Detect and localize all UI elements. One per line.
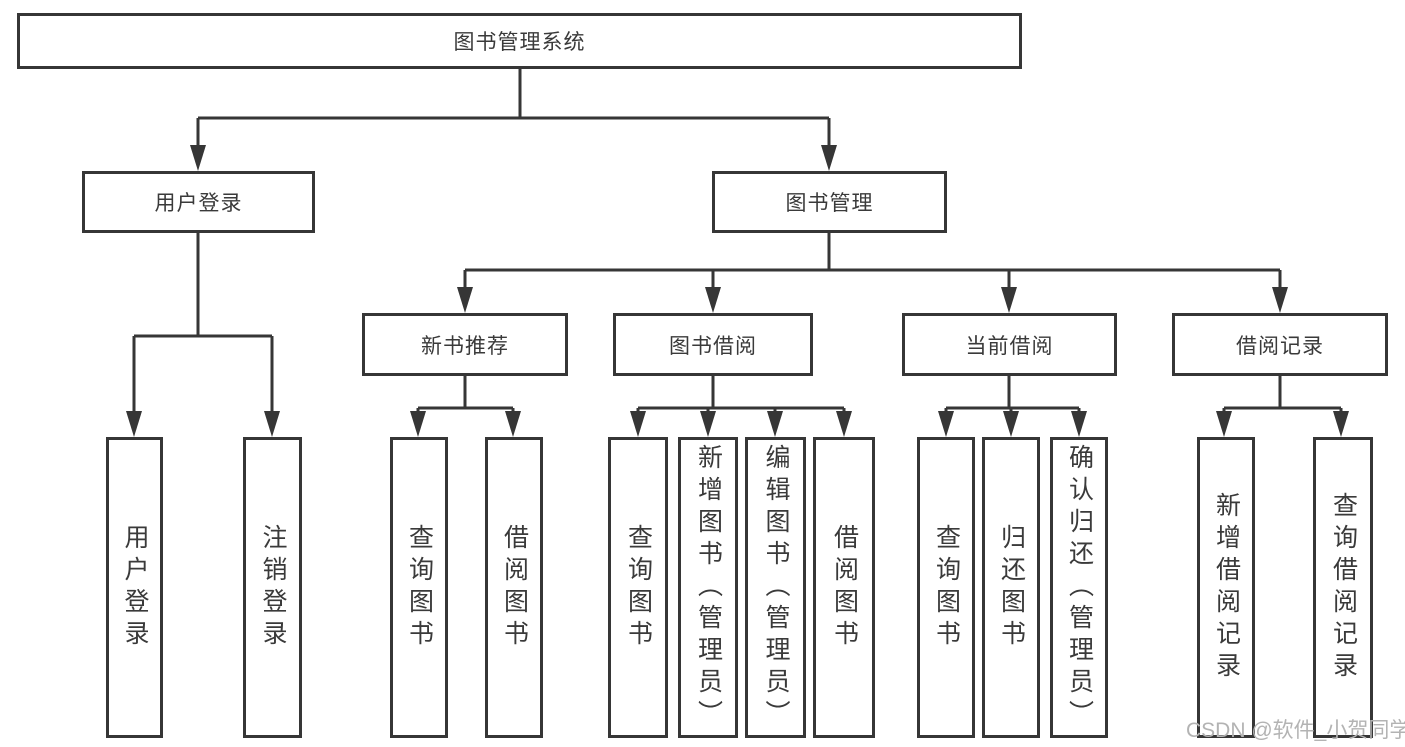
leaf-bb-borrow-books-label: 借阅图书 bbox=[830, 523, 859, 652]
arrowhead-icon bbox=[630, 411, 646, 437]
leaf-bb-query-books: 查询图书 bbox=[608, 437, 668, 738]
leaf-cb-confirm-return-admin: 确认归还（管理员） bbox=[1050, 437, 1108, 738]
leaf-cb-query-books-label: 查询图书 bbox=[932, 523, 961, 652]
connector-bookmgmt-to-level2 bbox=[463, 233, 1282, 290]
leaf-cb-confirm-return-admin-label: 确认归还（管理员） bbox=[1065, 443, 1094, 732]
arrowhead-icon bbox=[410, 411, 426, 437]
leaf-bb-edit-books-admin: 编辑图书（管理员） bbox=[745, 437, 806, 738]
leaf-logout: 注销登录 bbox=[243, 437, 302, 738]
leaf-bb-edit-books-admin-label: 编辑图书（管理员） bbox=[762, 443, 790, 732]
leaf-br-query-record: 查询借阅记录 bbox=[1313, 437, 1373, 738]
arrowhead-icon bbox=[700, 411, 716, 437]
arrowhead-icon bbox=[836, 411, 852, 437]
leaf-nbr-query-books: 查询图书 bbox=[390, 437, 448, 738]
node-root-label: 图书管理系统 bbox=[453, 31, 586, 54]
node-book-mgmt: 图书管理 bbox=[712, 171, 947, 233]
leaf-user-login-label: 用户登录 bbox=[121, 523, 149, 652]
node-borrow-records: 借阅记录 bbox=[1172, 313, 1388, 376]
arrowhead-icon bbox=[938, 411, 954, 437]
arrowhead-icon bbox=[1216, 411, 1232, 437]
node-book-borrow: 图书借阅 bbox=[613, 313, 813, 376]
leaf-bb-add-books-admin-label: 新增图书（管理员） bbox=[694, 443, 723, 732]
connector-currentborrow-to-leaves bbox=[944, 376, 1081, 414]
arrowhead-icon bbox=[767, 411, 783, 437]
arrowhead-icon bbox=[1071, 411, 1087, 437]
connector-paths bbox=[132, 69, 1343, 414]
connector-borrowrecords-to-leaves bbox=[1222, 376, 1343, 414]
node-user-login-group: 用户登录 bbox=[82, 171, 315, 233]
node-book-borrow-label: 图书借阅 bbox=[669, 334, 757, 358]
arrowhead-icon bbox=[1001, 287, 1017, 313]
connector-userlogin-to-leaves bbox=[132, 233, 274, 414]
leaf-br-add-record-label: 新增借阅记录 bbox=[1212, 491, 1241, 684]
leaf-bb-add-books-admin: 新增图书（管理员） bbox=[678, 437, 738, 738]
leaf-logout-label: 注销登录 bbox=[259, 523, 287, 652]
connector-newbookrec-to-leaves bbox=[416, 376, 515, 414]
leaf-nbr-borrow-books: 借阅图书 bbox=[485, 437, 543, 738]
arrowhead-icon bbox=[190, 145, 206, 171]
arrowhead-icon bbox=[264, 411, 280, 437]
arrowhead-icon bbox=[1003, 411, 1019, 437]
arrowhead-icon bbox=[1333, 411, 1349, 437]
node-root: 图书管理系统 bbox=[17, 13, 1022, 69]
node-new-book-rec: 新书推荐 bbox=[362, 313, 568, 376]
leaf-user-login: 用户登录 bbox=[106, 437, 163, 738]
arrowhead-icon bbox=[705, 287, 721, 313]
arrowhead-icon bbox=[505, 411, 521, 437]
node-book-mgmt-label: 图书管理 bbox=[785, 192, 874, 215]
leaf-nbr-query-books-label: 查询图书 bbox=[405, 523, 434, 652]
arrowheads bbox=[126, 145, 1349, 437]
arrowhead-icon bbox=[821, 145, 837, 171]
node-borrow-records-label: 借阅记录 bbox=[1236, 334, 1324, 358]
csdn-watermark: CSDN @软件_小贺同学 bbox=[1186, 719, 1405, 742]
connector-root-to-level1 bbox=[196, 69, 831, 150]
leaf-bb-query-books-label: 查询图书 bbox=[624, 523, 653, 652]
arrowhead-icon bbox=[126, 411, 142, 437]
leaf-nbr-borrow-books-label: 借阅图书 bbox=[500, 523, 529, 652]
node-new-book-rec-label: 新书推荐 bbox=[421, 334, 509, 358]
arrowhead-icon bbox=[457, 287, 473, 313]
leaf-cb-return-books-label: 归还图书 bbox=[997, 523, 1026, 652]
leaf-br-add-record: 新增借阅记录 bbox=[1197, 437, 1255, 738]
leaf-cb-return-books: 归还图书 bbox=[982, 437, 1040, 738]
leaf-cb-query-books: 查询图书 bbox=[917, 437, 975, 738]
leaf-br-query-record-label: 查询借阅记录 bbox=[1329, 491, 1358, 684]
node-user-login-group-label: 用户登录 bbox=[154, 192, 243, 215]
node-current-borrow: 当前借阅 bbox=[902, 313, 1117, 376]
connector-bookborrow-to-leaves bbox=[636, 376, 846, 414]
leaf-bb-borrow-books: 借阅图书 bbox=[813, 437, 875, 738]
arrowhead-icon bbox=[1272, 287, 1288, 313]
node-current-borrow-label: 当前借阅 bbox=[965, 334, 1054, 358]
